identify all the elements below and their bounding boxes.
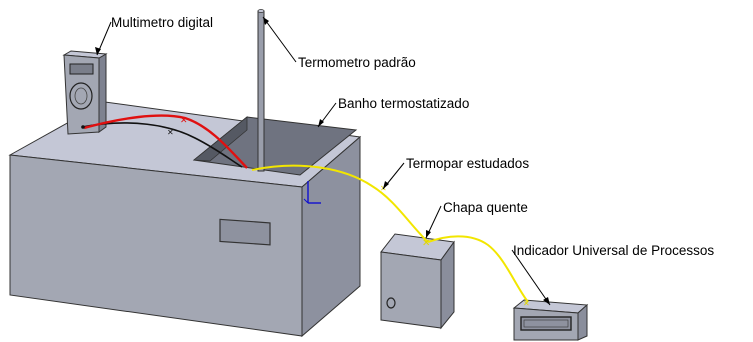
hotplate-junction-marker: ✕ (422, 238, 430, 249)
indicator-junction-marker: ✕ (523, 299, 530, 308)
hot-plate (380, 233, 455, 330)
digital-multimeter (62, 50, 108, 135)
thermometer-rod (257, 10, 265, 172)
label-thermocouple: Termopar estudados (406, 156, 529, 171)
standard-thermometer (257, 9, 265, 172)
bath-front-slot (219, 218, 271, 246)
label-hotplate: Chapa quente (443, 200, 528, 215)
hotplate-knob (386, 297, 396, 309)
thermocouple-wire-2 (427, 235, 529, 303)
arrowhead-multimeter (95, 47, 101, 55)
thermometer-cap (257, 9, 265, 13)
arrowhead-indicator (543, 297, 550, 305)
label-multimeter: Multimetro digital (111, 15, 213, 30)
arrowhead-thermocouple (383, 181, 389, 189)
wires: ✕ ✕ ✕ ✕ ✕ (81, 114, 530, 308)
multimeter-side (98, 53, 107, 133)
red-wire-marker: ✕ (180, 115, 188, 125)
label-bath: Banho termostatizado (338, 96, 469, 111)
label-indicator: Indicador Universal de Processos (513, 243, 714, 258)
arrowhead-bath (318, 119, 324, 127)
arrowhead-hotplate (426, 230, 431, 238)
hotplate-side (440, 240, 455, 330)
multimeter-display (69, 63, 94, 75)
black-wire (81, 122, 243, 168)
indicator-side (577, 303, 588, 341)
bath-side-face (301, 135, 361, 338)
indicator-display (520, 316, 572, 331)
leader-thermometer (262, 16, 297, 63)
process-indicator (512, 299, 589, 341)
multimeter-dial (69, 82, 93, 110)
thermocouple-wire-1 (251, 164, 429, 243)
multimeter-dial-inner (74, 87, 88, 105)
black-wire-end (81, 125, 85, 129)
indicator-display-inner (523, 319, 569, 328)
black-wire-marker: ✕ (167, 128, 174, 137)
bath-opening-wall (192, 116, 248, 162)
labels: Multimetro digital Termometro padrão Ban… (111, 15, 714, 258)
axis-triad (303, 181, 321, 204)
red-wire (83, 114, 248, 169)
hotplate-front (380, 251, 442, 329)
label-thermometer: Termometro padrão (298, 55, 416, 70)
leader-indicator (511, 249, 551, 306)
axis-small (303, 198, 309, 204)
arrowhead-thermometer (263, 17, 269, 25)
thermostatic-bath (8, 101, 362, 338)
leader-arrowheads (95, 17, 550, 305)
bath-front-face (9, 154, 303, 337)
